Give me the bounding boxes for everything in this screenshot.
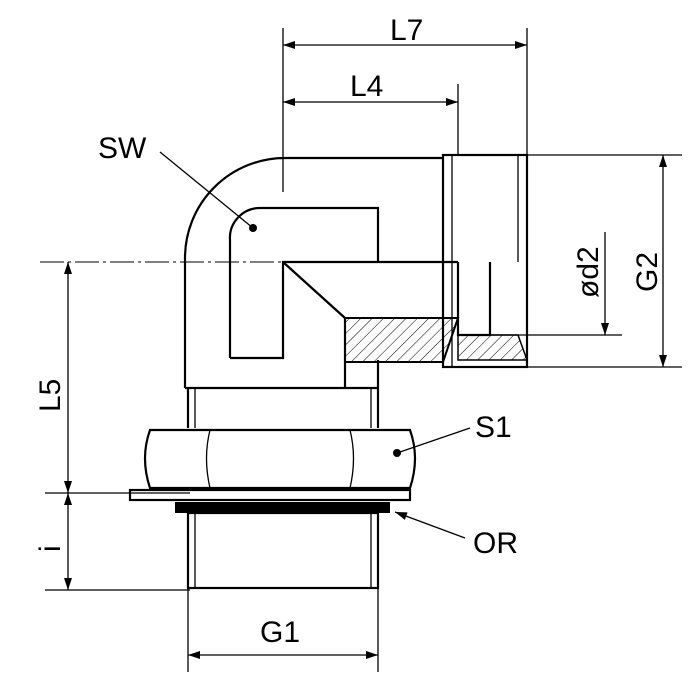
label-SW: SW — [98, 132, 147, 165]
dot-SW — [249, 224, 257, 232]
dimension-lines — [64, 41, 667, 659]
label-OR: OR — [473, 527, 518, 560]
o-ring — [175, 502, 390, 513]
label-S1: S1 — [475, 411, 512, 444]
fitting-body — [128, 153, 529, 590]
leader-SW — [159, 151, 254, 229]
dot-S1 — [393, 449, 401, 457]
label-L4: L4 — [350, 70, 383, 103]
label-d2: ød2 — [572, 246, 605, 298]
leader-OR — [394, 511, 466, 539]
leader-S1 — [396, 427, 471, 454]
leaders — [159, 151, 471, 539]
label-L5: L5 — [34, 379, 67, 412]
label-L7: L7 — [390, 14, 423, 47]
label-G1: G1 — [260, 616, 300, 649]
label-G2: G2 — [631, 252, 664, 292]
label-i: i — [34, 545, 67, 552]
